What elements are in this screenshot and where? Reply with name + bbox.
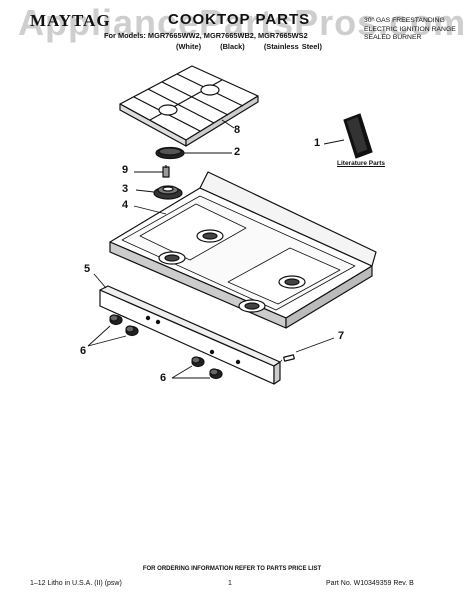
model-numbers: For Models: MGR7665WW2, MGR7665WB2, MGR7… bbox=[104, 31, 308, 40]
control-knobs bbox=[109, 314, 241, 380]
leader-1 bbox=[323, 139, 345, 145]
leader-5 bbox=[93, 273, 107, 289]
litho-info: 1–12 Litho in U.S.A. (II) (psw) bbox=[30, 580, 122, 587]
leader-4 bbox=[133, 205, 167, 215]
callout-6-right: 6 bbox=[160, 372, 167, 384]
callout-8: 8 bbox=[234, 124, 241, 136]
brand-logo: MAYTAG bbox=[30, 11, 111, 30]
igniter bbox=[162, 165, 170, 178]
callout-4: 4 bbox=[122, 199, 129, 211]
leader-6a bbox=[87, 325, 111, 347]
callout-2: 2 bbox=[234, 146, 241, 158]
description-line: SEALED BURNER bbox=[364, 34, 422, 42]
callout-7: 7 bbox=[338, 330, 345, 342]
page-title: COOKTOP PARTS bbox=[168, 11, 311, 28]
ordering-note: FOR ORDERING INFORMATION REFER TO PARTS … bbox=[142, 566, 322, 572]
page-number: 1 bbox=[228, 580, 232, 587]
finish-black: (Black) bbox=[220, 42, 245, 51]
leader-6c bbox=[171, 365, 193, 379]
leader-6b bbox=[87, 335, 127, 347]
finish-white: (White) bbox=[176, 42, 202, 51]
description-line: ELECTRIC IGNITION RANGE bbox=[364, 25, 456, 33]
leader-7 bbox=[295, 337, 335, 353]
callout-6-left: 6 bbox=[80, 345, 87, 357]
description-line: 30" GAS FREESTANDING bbox=[364, 17, 445, 24]
literature-parts-label: Literature Parts bbox=[337, 160, 386, 167]
part-number: Part No. W10349359 Rev. B bbox=[326, 580, 414, 587]
callout-1: 1 bbox=[314, 137, 321, 149]
callout-3: 3 bbox=[122, 183, 129, 195]
callout-5: 5 bbox=[84, 263, 91, 275]
burner-cap bbox=[155, 146, 185, 160]
literature-booklet bbox=[343, 113, 373, 159]
finish-labels: (White) (Black) (Stainless Steel) bbox=[176, 42, 338, 51]
burner-base bbox=[153, 185, 183, 200]
panel-badge bbox=[283, 354, 295, 362]
finish-stainless: (Stainless Steel) bbox=[263, 42, 322, 51]
burner-grate bbox=[119, 65, 259, 147]
cooktop bbox=[109, 171, 377, 329]
callout-9: 9 bbox=[122, 164, 129, 176]
leader-8 bbox=[221, 119, 235, 129]
range-description: 30" GAS FREESTANDING ELECTRIC IGNITION R… bbox=[364, 17, 456, 43]
leader-3 bbox=[135, 189, 155, 193]
